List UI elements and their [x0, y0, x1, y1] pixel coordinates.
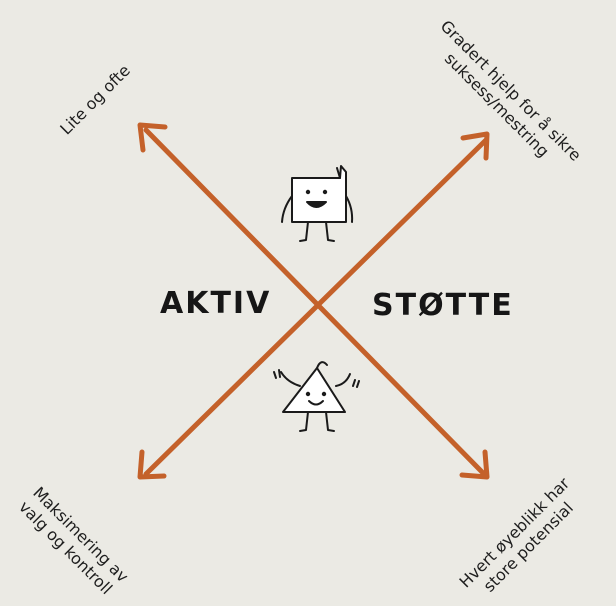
triangle-character-icon — [273, 361, 360, 432]
arrow-active — [137, 122, 490, 480]
center-label-aktiv: AKTIV — [160, 286, 272, 321]
arrow-support — [137, 131, 490, 480]
square-character-icon — [281, 165, 354, 242]
center-label-stotte: STØTTE — [372, 288, 514, 323]
cross-arrows — [137, 122, 490, 480]
